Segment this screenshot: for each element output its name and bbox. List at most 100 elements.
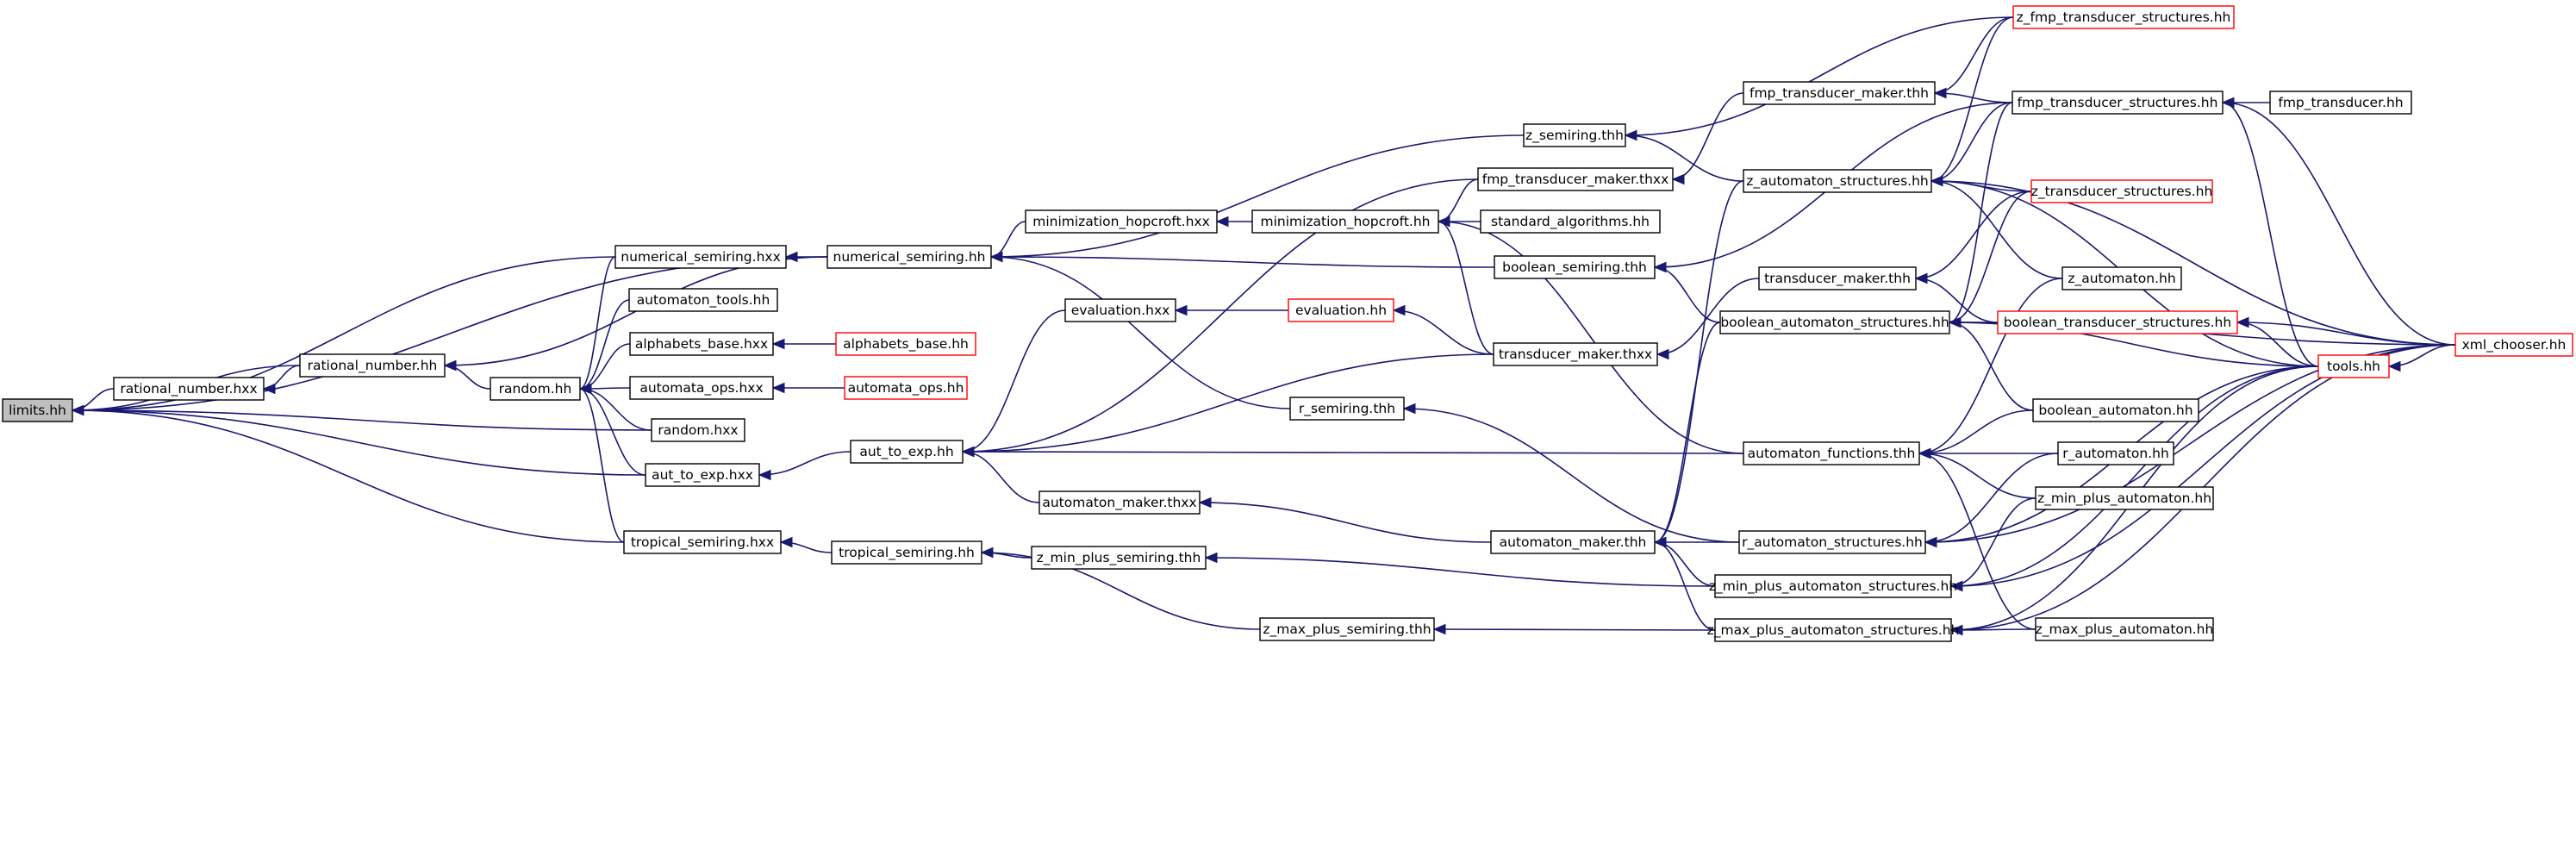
node-box [1743,441,1920,465]
graph-node-tools[interactable]: tools.hh [2317,354,2390,378]
graph-node-boolean-transducer-structures[interactable]: boolean_transducer_structures.hh [1997,310,2238,334]
node-label: transducer_maker.thxx [1499,347,1652,363]
dependency-edge [1438,221,1494,355]
node-box [1493,342,1658,366]
dependency-edge [1924,453,2059,543]
dependency-edge [579,388,625,543]
dependency-edge [2236,322,2456,346]
node-box [844,376,968,400]
graph-node-random-hh: random.hh [490,377,581,401]
graph-node-r-semiring: r_semiring.thh [1289,397,1405,421]
node-box [1490,530,1656,554]
dependency-edge [1918,409,2034,454]
dependency-edge [579,256,616,390]
graph-node-alphabets-base-hh[interactable]: alphabets_base.hh [835,332,976,356]
dependency-edge [1199,502,1492,543]
dependency-edge [1438,178,1479,222]
node-box [1480,209,1661,234]
arrowhead-icon [989,251,1003,263]
node-box [2035,617,2214,641]
dependency-edge [444,365,491,390]
graph-node-z-max-plus-automaton: z_max_plus_automaton.hh [2035,617,2214,641]
graph-node-z-min-plus-automaton: z_min_plus_automaton.hh [2035,486,2214,510]
dependency-edge [990,221,1026,258]
node-box [2030,179,2213,203]
graph-node-xml-chooser[interactable]: xml_chooser.hh [2454,333,2573,357]
arrowhead-icon [771,338,785,350]
node-label: automaton_tools.hh [637,292,770,309]
graph-node-boolean-automaton: boolean_automaton.hh [2032,398,2199,422]
node-label: fmp_transducer_maker.thh [1750,85,1929,102]
graph-node-evaluation-hh[interactable]: evaluation.hh [1288,298,1394,322]
arrowhead-icon [1918,447,1931,459]
graph-node-fmp-transducer: fmp_transducer.hh [2269,91,2412,115]
graph-node-automata-ops-hh[interactable]: automata_ops.hh [844,376,968,400]
graph-node-z-transducer-structures[interactable]: z_transducer_structures.hh [2030,179,2213,203]
node-box [2012,91,2224,115]
graph-node-automata-ops-hxx: automata_ops.hxx [629,376,774,400]
node-box [113,377,265,401]
arrowhead-icon [1215,216,1229,228]
arrowhead-icon [1949,624,1963,636]
arrowhead-icon [1432,623,1446,635]
dependency-edge [962,353,1494,453]
dependency-edge [1918,453,2036,499]
dependency-edge [962,309,1066,453]
node-label: z_transducer_structures.hh [2031,184,2213,200]
arrowhead-icon [1656,348,1669,360]
graph-node-numerical-semiring-hh: numerical_semiring.hh [826,245,992,269]
node-label: aut_to_exp.hh [859,444,953,460]
graph-node-z-automaton-structures: z_automaton_structures.hh [1743,169,1932,193]
dependency-edge [1915,191,2032,279]
node-label: z_min_plus_automaton_structures.hh [1709,578,1957,595]
node-label: z_fmp_transducer_structures.hh [2017,9,2231,26]
arrowhead-icon [71,404,84,416]
node-box [645,463,760,487]
arrowhead-icon [1204,552,1218,564]
node-box [651,418,745,442]
dependency-edge [72,409,646,476]
graph-node-z-min-plus-automaton-structures: z_min_plus_automaton_structures.hh [1709,574,1957,598]
arrowhead-icon [758,469,771,481]
node-label: automata_ops.hh [848,380,964,397]
arrowhead-icon [2387,360,2401,372]
node-label: z_semiring.thh [1525,128,1624,144]
node-box [1714,618,1952,642]
node-box [1758,266,1917,290]
graph-node-z-semiring: z_semiring.thh [1523,123,1626,147]
dependency-edge [72,256,616,411]
node-label: r_semiring.thh [1299,401,1395,417]
node-box [2032,398,2199,422]
arrowhead-icon [2221,97,2235,109]
node-box [1738,530,1926,554]
dependency-edge [72,409,625,543]
node-box [299,353,446,378]
node-label: alphabets_base.hxx [635,336,768,353]
dependency-edge [1625,134,1744,182]
graph-node-fmp-transducer-structures: fmp_transducer_structures.hh [2012,91,2224,115]
node-label: z_max_plus_automaton_structures.hh [1707,622,1960,639]
node-box [1251,209,1439,234]
node-label: automaton_maker.thh [1500,534,1647,551]
node-label: numerical_semiring.hh [833,249,986,265]
node-box [490,377,581,401]
arrowhead-icon [1930,175,1943,187]
arrowhead-icon [980,547,994,559]
node-label: automata_ops.hxx [639,380,763,397]
node-box [1025,209,1218,234]
node-box [629,332,774,356]
graph-node-minimization-hopcroft-hxx: minimization_hopcroft.hxx [1025,209,1218,234]
arrowhead-icon [1924,536,1937,548]
arrowhead-icon [1653,536,1667,548]
dependency-edge [1950,365,2319,587]
node-label: tools.hh [2327,359,2380,374]
node-label: fmp_transducer_maker.thxx [1482,172,1669,188]
graph-node-z-fmp-transducer-structures[interactable]: z_fmp_transducer_structures.hh [2012,5,2235,29]
graph-node-fmp-transducer-maker-thh: fmp_transducer_maker.thh [1743,81,1936,105]
dependency-edge [1918,278,2063,454]
node-box [1719,310,1950,334]
node-box [1064,298,1176,322]
dependency-edge [1656,278,1760,355]
node-box [629,376,774,400]
